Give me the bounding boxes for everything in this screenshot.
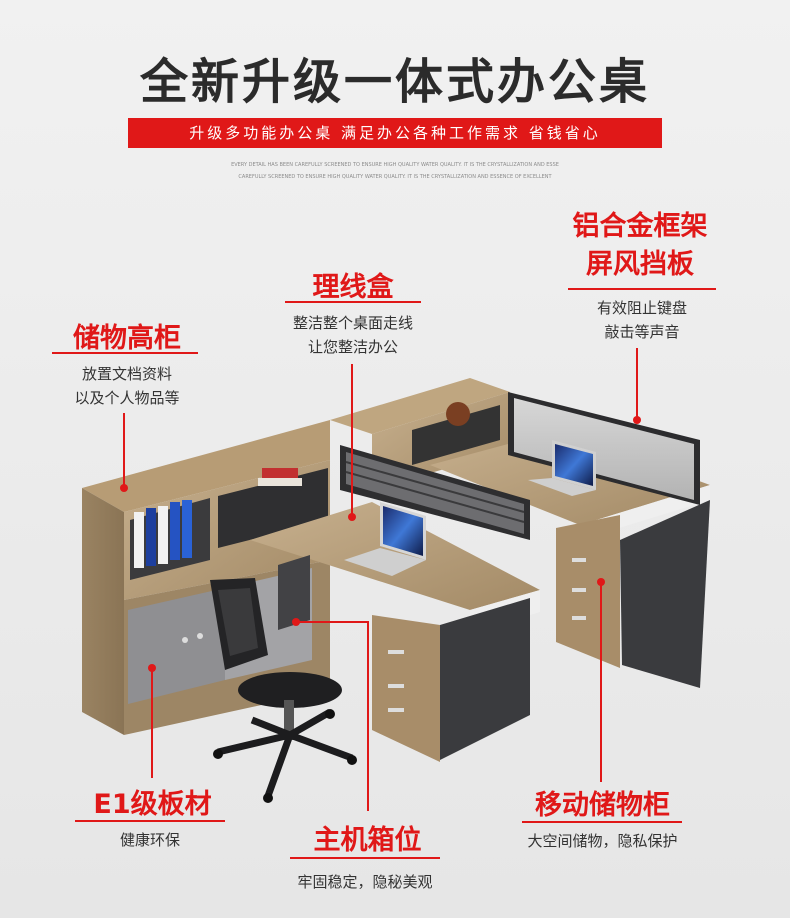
callout-cable-dot	[348, 513, 356, 521]
callout-cabinet-dot	[120, 484, 128, 492]
callout-frame-line-1: 有效阻止键盘	[596, 299, 687, 317]
callout-host-title: 主机箱位	[313, 825, 422, 856]
callout-frame-leader	[636, 348, 638, 420]
callout-board-dot	[148, 664, 156, 672]
callout-frame-underline	[568, 288, 716, 290]
callout-cable-line-2: 让您整洁办公	[307, 338, 398, 356]
callout-cable-title: 理线盒	[312, 272, 394, 303]
callout-cabinet-line-1: 放置文档资料	[81, 365, 172, 383]
headline: 全新升级一体式办公桌	[139, 54, 650, 110]
callout-frame-dot	[633, 416, 641, 424]
banner-text: 升级多功能办公桌 满足办公各种工作需求 省钱省心	[189, 124, 601, 142]
callout-mobile-leader	[600, 582, 602, 782]
callout-frame-title: 铝合金框架 屏风挡板	[562, 208, 718, 284]
callout-cable-line-1: 整洁整个桌面走线	[292, 314, 413, 332]
callout-board-leader	[151, 668, 153, 778]
fine-print-line-1: EVERY DETAIL HAS BEEN CAREFULLY SCREENED…	[231, 162, 559, 168]
callout-host-desc: 牢固稳定，隐秘美观	[260, 870, 470, 894]
callout-cable-desc: 整洁整个桌面走线 让您整洁办公	[265, 311, 441, 359]
callout-mobile-title: 移动储物柜	[535, 790, 670, 821]
callout-host-leader-v	[367, 621, 369, 811]
callout-mobile-underline	[522, 821, 682, 823]
callout-host-leader-h	[296, 621, 368, 623]
callout-cabinet-title: 储物高柜	[73, 323, 181, 354]
callout-cabinet-desc: 放置文档资料 以及个人物品等	[52, 362, 202, 410]
callout-cable-underline	[285, 301, 421, 303]
callout-cabinet-line-2: 以及个人物品等	[74, 389, 180, 407]
callout-cable-leader	[351, 364, 353, 516]
callout-frame-line-2: 敲击等声音	[604, 323, 680, 341]
callout-mobile-line-1: 大空间储物，隐私保护	[527, 832, 678, 850]
callout-board-desc: 健康环保	[75, 828, 225, 852]
callout-board-line-1: 健康环保	[119, 831, 180, 849]
red-banner: 升级多功能办公桌 满足办公各种工作需求 省钱省心	[128, 118, 662, 148]
callout-host-line-1: 牢固稳定，隐秘美观	[297, 873, 433, 891]
callout-host-underline	[290, 857, 440, 859]
callout-board-title: E1级板材	[93, 789, 212, 820]
callout-board-underline	[75, 820, 225, 822]
callout-cabinet-leader	[123, 413, 125, 487]
callout-mobile-desc: 大空间储物，隐私保护	[500, 829, 705, 853]
callout-frame-desc: 有效阻止键盘 敲击等声音	[560, 296, 724, 344]
callout-frame-title-line-2: 屏风挡板	[586, 249, 694, 280]
fine-print-line-2: CAREFULLY SCREENED TO ENSURE HIGH QUALIT…	[238, 174, 552, 180]
callout-cabinet-underline	[52, 352, 198, 354]
callout-frame-title-line-1: 铝合金框架	[572, 211, 708, 242]
